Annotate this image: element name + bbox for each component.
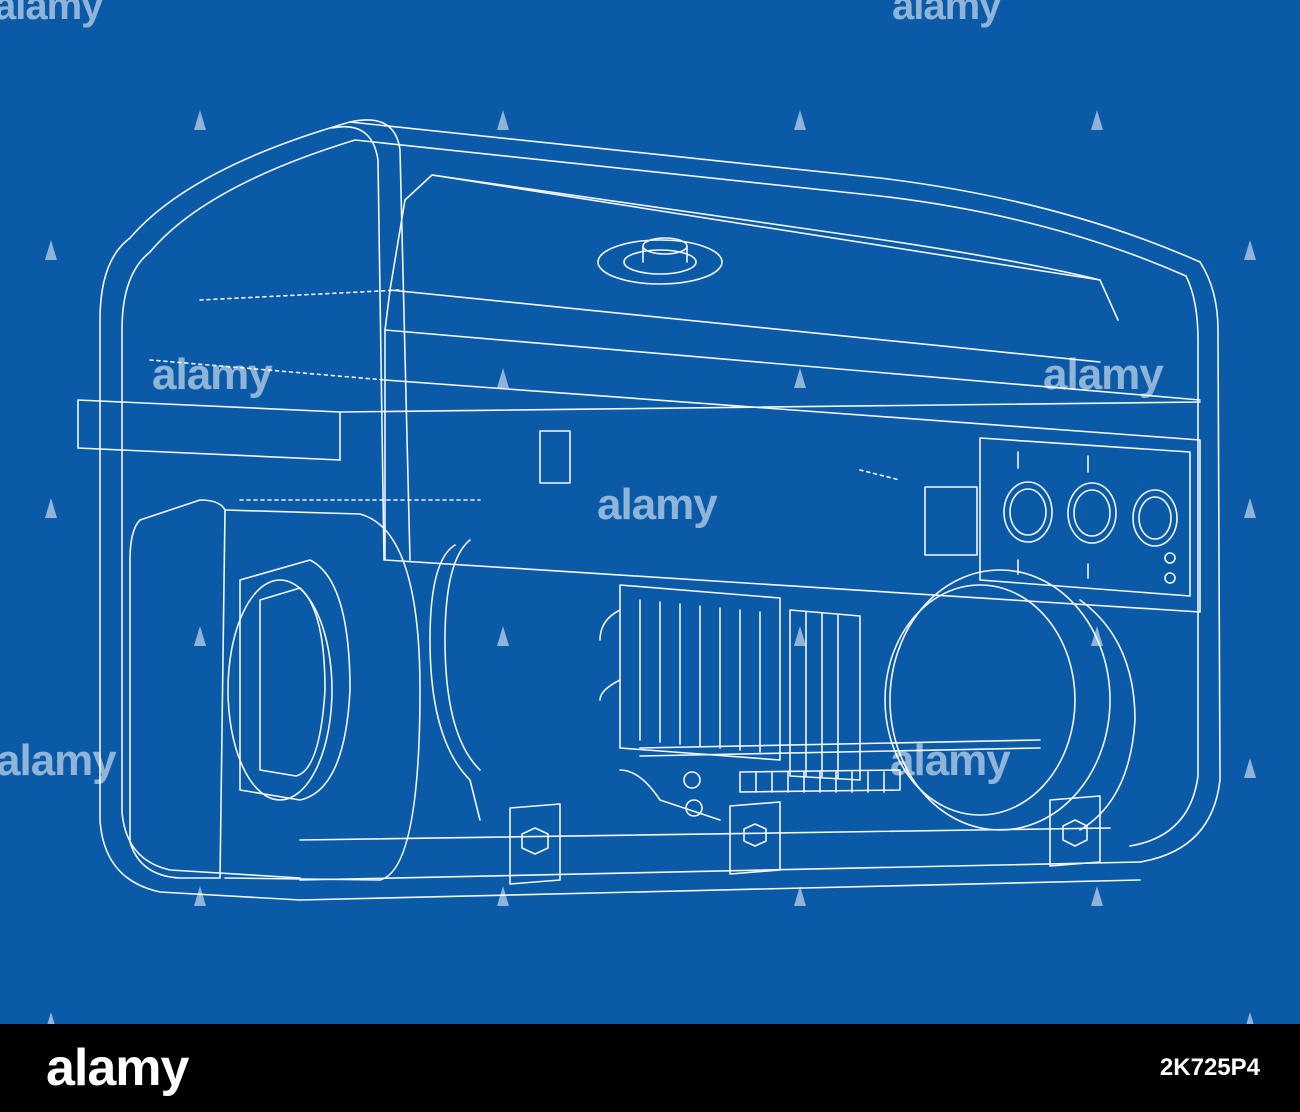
alamy-mark-icon bbox=[193, 624, 207, 648]
alamy-mark-icon bbox=[44, 238, 58, 262]
alamy-mark-icon bbox=[1090, 624, 1104, 648]
alamy-mark-icon bbox=[193, 884, 207, 908]
alamy-mark-icon bbox=[1243, 496, 1257, 520]
alamy-mark-icon bbox=[44, 496, 58, 520]
alamy-mark-icon bbox=[1090, 884, 1104, 908]
alamy-mark-icon bbox=[496, 108, 510, 132]
watermark-text: alamy bbox=[890, 736, 1011, 785]
watermark-text: alamy bbox=[1043, 350, 1164, 399]
alamy-mark-icon bbox=[1243, 238, 1257, 262]
alamy-mark-icon bbox=[496, 624, 510, 648]
footer-bar: alamy 2K725P4 bbox=[0, 1024, 1300, 1112]
alamy-mark-icon bbox=[793, 108, 807, 132]
image-id: 2K725P4 bbox=[1159, 1054, 1260, 1081]
footer-logo: alamy bbox=[46, 1039, 189, 1097]
watermark-text: alamy bbox=[152, 350, 273, 399]
watermark-text: alamy bbox=[0, 0, 103, 28]
alamy-mark-icon bbox=[1090, 108, 1104, 132]
alamy-mark-icon bbox=[496, 366, 510, 390]
alamy-mark-icon bbox=[793, 624, 807, 648]
alamy-mark-icon bbox=[1243, 756, 1257, 780]
alamy-mark-icon bbox=[496, 884, 510, 908]
alamy-mark-icon bbox=[793, 884, 807, 908]
blueprint-illustration: alamy alamy alamy alamy alamy alamy alam… bbox=[0, 0, 1300, 1024]
watermark-text: alamy bbox=[892, 0, 1001, 28]
alamy-mark-icon bbox=[793, 366, 807, 390]
alamy-mark-icon bbox=[193, 108, 207, 132]
alamy-mark-icon bbox=[44, 1010, 58, 1024]
alamy-mark-icon bbox=[1243, 1010, 1257, 1024]
watermark-text: alamy bbox=[0, 736, 117, 785]
watermark-text: alamy bbox=[597, 480, 718, 529]
generator-wireframe bbox=[77, 119, 1221, 901]
